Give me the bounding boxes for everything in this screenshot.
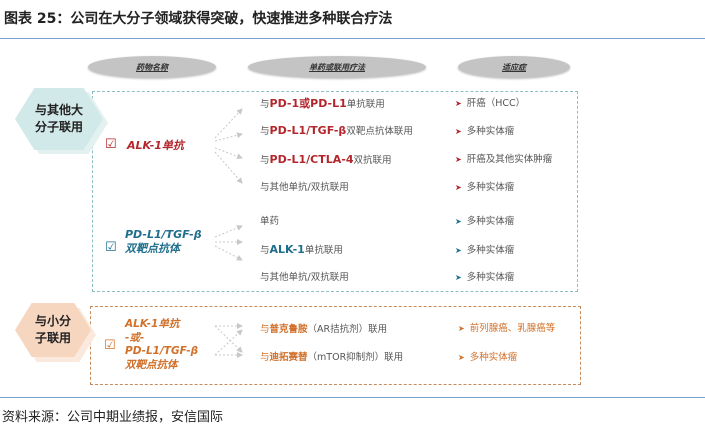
large-molecule-group-box [92, 91, 578, 292]
footer-divider [0, 397, 705, 398]
indication: ➤多种实体瘤 [455, 245, 515, 256]
header-indication: 适应症 [458, 56, 570, 78]
indication: ➤肝癌及其他实体肿瘤 [455, 154, 553, 165]
figure-title: 图表 25：公司在大分子领域获得突破，快速推进多种联合疗法 [4, 11, 393, 27]
header-therapy: 单药或联用疗法 [248, 56, 426, 78]
therapy-row: 单药 [260, 216, 280, 227]
indication: ➤多种实体瘤 [455, 182, 515, 193]
arrow [214, 147, 243, 160]
arrow [214, 108, 243, 139]
therapy-row: 与普克鲁胺（AR拮抗剂）联用 [260, 324, 388, 335]
check-icon: ☑ [104, 338, 116, 353]
arrow [214, 132, 243, 142]
arrow [214, 225, 243, 238]
therapy-row: 与其他单抗/双抗联用 [260, 272, 349, 283]
therapy-row: 与ALK-1单抗联用 [260, 243, 343, 256]
indication: ➤多种实体瘤 [458, 352, 518, 363]
drug-small-molecule-combo: ALK-1单抗 -或- PD-L1/TGF-β 双靶点抗体 [125, 318, 199, 371]
therapy-row: 与迪拓赛替（mTOR抑制剂）联用 [260, 352, 404, 363]
category-small-molecule: 与小分子联用 [15, 303, 91, 357]
category-large-molecule: 与其他大分子联用 [15, 88, 103, 150]
indication: ➤肝癌（HCC） [455, 98, 526, 109]
therapy-row: 与其他单抗/双抗联用 [260, 182, 349, 193]
check-icon: ☑ [105, 137, 117, 152]
header-drug: 药物名称 [88, 56, 216, 78]
check-icon: ☑ [105, 240, 117, 255]
therapy-row: 与PD-L1/CTLA-4双抗联用 [260, 153, 392, 166]
indication: ➤多种实体瘤 [455, 272, 515, 283]
arrow [214, 245, 243, 261]
indication: ➤多种实体瘤 [455, 126, 515, 137]
arrow [214, 151, 243, 184]
therapy-row: 与PD-1或PD-L1单抗联用 [260, 97, 385, 110]
drug-pdl1-tgfb: PD-L1/TGF-β 双靶点抗体 [125, 228, 202, 255]
indication: ➤多种实体瘤 [455, 216, 515, 227]
small-molecule-group-box [90, 306, 581, 385]
title-divider [0, 38, 705, 39]
indication: ➤前列腺癌、乳腺癌等 [458, 323, 556, 334]
therapy-row: 与PD-L1/TGF-β双靶点抗体联用 [260, 124, 413, 137]
drug-alk1: ALK-1单抗 [127, 139, 184, 152]
source-note: 资料来源：公司中期业绩报，安信国际 [2, 410, 224, 425]
